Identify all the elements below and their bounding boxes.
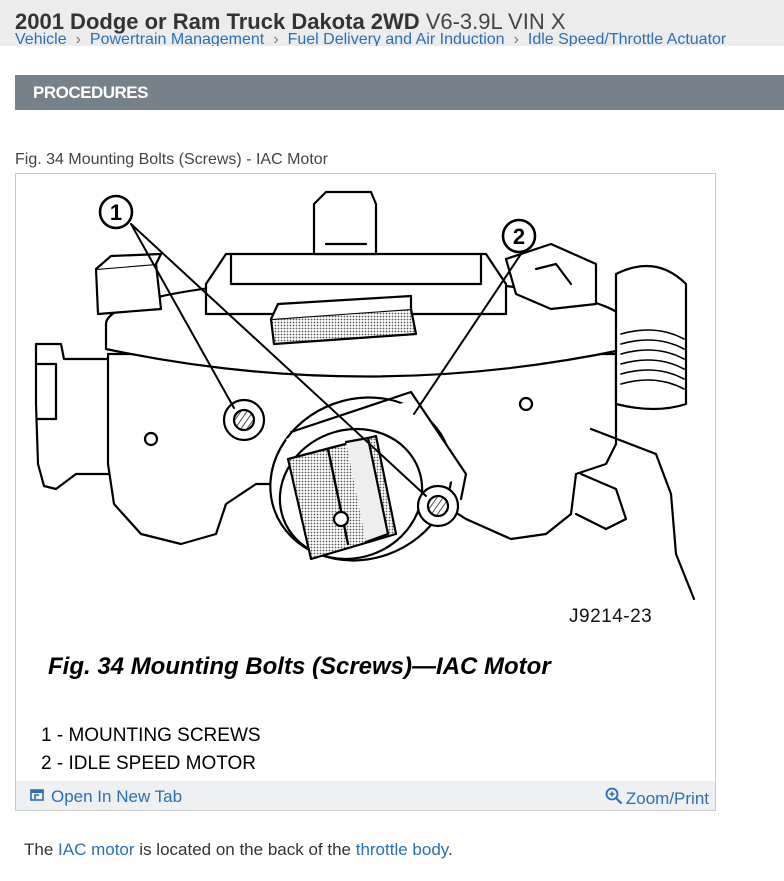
breadcrumb-separator: › (273, 31, 279, 46)
callout-1-label: 1 (110, 200, 122, 225)
zoom-magnifier-icon (605, 787, 623, 810)
iac-motor-illustration: 1 2 (34, 190, 696, 601)
zoom-print-label: Zoom/Print (625, 788, 709, 808)
breadcrumb-separator: › (513, 31, 519, 46)
throttle-body-link[interactable]: throttle body (355, 840, 449, 859)
section-label: PROCEDURES (33, 83, 148, 102)
breadcrumb-item[interactable]: Idle Speed/Throttle Actuator (527, 31, 727, 46)
body-text-segment: The (24, 840, 59, 859)
zoom-print-link[interactable]: Zoom/Print (605, 787, 709, 810)
body-text-segment: is located on the back of the (134, 840, 356, 859)
figure-heading: Fig. 34 Mounting Bolts (Screws)—IAC Moto… (48, 653, 551, 680)
open-new-tab-icon (30, 787, 45, 807)
legend-item: 2 - IDLE SPEED MOTOR (41, 753, 257, 774)
figure-toolbar: Open In New Tab Zoom/Print (16, 781, 715, 810)
legend-item: 1 - MOUNTING SCREWS (41, 725, 261, 746)
breadcrumb-item[interactable]: Vehicle (15, 31, 67, 46)
figure-box: 1 2 J9214-23 Fig. 34 Mounting Bolts (Scr… (15, 173, 716, 811)
figure-code: J9214-23 (569, 606, 653, 627)
callout-2-label: 2 (513, 224, 525, 249)
body-paragraph: The IAC motor is located on the back of … (24, 840, 453, 860)
breadcrumb-item[interactable]: Powertrain Management (89, 31, 265, 46)
figure-caption: Fig. 34 Mounting Bolts (Screws) - IAC Mo… (15, 151, 328, 168)
section-bar: PROCEDURES (15, 75, 784, 110)
open-in-new-tab-link[interactable]: Open In New Tab (30, 787, 182, 807)
open-in-new-tab-label: Open In New Tab (51, 787, 183, 806)
vehicle-title-model: 2001 Dodge or Ram Truck Dakota 2WD (15, 9, 420, 34)
breadcrumb: Vehicle › Powertrain Management › Fuel Deliv… (15, 31, 726, 46)
vehicle-title-engine: V6-3.9L VIN X (425, 9, 566, 34)
iac-motor-link[interactable]: IAC motor (58, 840, 135, 859)
body-text-segment: . (448, 840, 453, 859)
breadcrumb-separator: › (75, 31, 81, 46)
breadcrumb-item[interactable]: Fuel Delivery and Air Induction (287, 31, 505, 46)
